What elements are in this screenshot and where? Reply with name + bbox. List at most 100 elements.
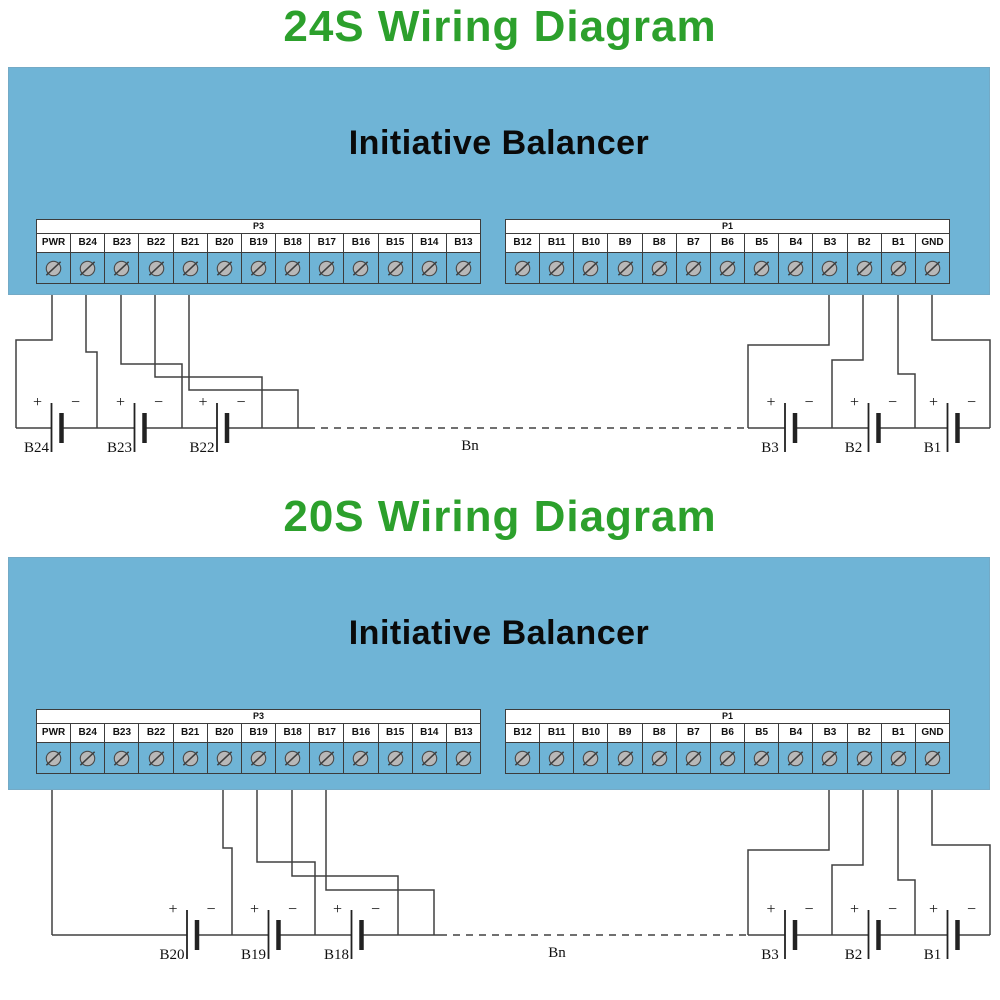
- screw-icon: [45, 750, 62, 766]
- terminal-screw-b13: [445, 253, 482, 284]
- screw-icon: [148, 750, 164, 766]
- terminal-label-b11: B11: [539, 234, 575, 253]
- screw-icon: [548, 750, 565, 766]
- balance-wire: [222, 790, 233, 935]
- terminal-label-b18: B18: [275, 724, 311, 743]
- terminal-label-b15: B15: [377, 234, 413, 253]
- balance-wire: [897, 295, 916, 428]
- terminal-screw-b12: [505, 253, 541, 284]
- terminal-screw-b18: [275, 743, 311, 774]
- plus-sign: +: [198, 394, 207, 411]
- screw-icon: [856, 750, 872, 766]
- screw-icon: [514, 750, 531, 766]
- terminal-label-b10: B10: [573, 724, 609, 743]
- terminal-label-b17: B17: [309, 724, 345, 743]
- terminal-label-b1: B1: [880, 234, 916, 253]
- battery-label-bn: Bn: [461, 438, 479, 454]
- terminal-label-b5: B5: [744, 724, 780, 743]
- terminal-label-b19: B19: [240, 234, 277, 253]
- screw-icon: [514, 260, 531, 276]
- terminal-label-b2: B2: [846, 724, 882, 743]
- terminal-label-b17: B17: [309, 234, 345, 253]
- screw-icon: [583, 750, 599, 766]
- battery-label-b24: B24: [24, 440, 50, 456]
- terminal-screw-pwr: [36, 253, 72, 284]
- terminal-label-b22: B22: [138, 724, 174, 743]
- terminal-screw-b23: [104, 743, 140, 774]
- terminal-label-b3: B3: [812, 234, 848, 253]
- terminal-screw-b22: [138, 743, 174, 774]
- terminal-label-b11: B11: [539, 724, 575, 743]
- terminal-screw-b20: [206, 743, 242, 774]
- terminal-screw-b10: [573, 253, 609, 284]
- terminal-screw-b12: [505, 743, 541, 774]
- plus-sign: +: [929, 901, 938, 918]
- screw-icon: [924, 260, 941, 276]
- balance-wire: [931, 790, 991, 935]
- terminal-label-b3: B3: [812, 724, 848, 743]
- minus-sign: −: [71, 394, 80, 411]
- terminal-screw-b6: [709, 743, 746, 774]
- terminal-label-b23: B23: [104, 234, 140, 253]
- terminal-screw-b10: [573, 743, 609, 774]
- terminal-screws-row: [505, 743, 951, 774]
- terminal-screw-b17: [309, 253, 345, 284]
- balance-wire: [931, 295, 991, 428]
- balance-wire: [831, 790, 864, 935]
- plus-sign: +: [333, 901, 342, 918]
- terminal-screw-b22: [138, 253, 174, 284]
- battery-label-b3: B3: [761, 440, 779, 456]
- screw-icon: [856, 260, 872, 276]
- minus-sign: −: [288, 901, 297, 918]
- terminal-label-b23: B23: [104, 724, 140, 743]
- screw-icon: [148, 260, 164, 276]
- balance-wire: [831, 295, 864, 428]
- terminal-screw-b17: [309, 743, 345, 774]
- port-label-p3: P3: [36, 709, 481, 724]
- battery-label-b3: B3: [761, 947, 779, 963]
- terminal-label-b16: B16: [343, 724, 379, 743]
- terminal-label-b12: B12: [505, 724, 541, 743]
- balancer-title: Initiative Balancer: [348, 614, 650, 652]
- port-label-p3: P3: [36, 219, 481, 234]
- terminal-label-b12: B12: [505, 234, 541, 253]
- screw-icon: [788, 260, 804, 276]
- screw-icon: [617, 260, 633, 276]
- battery-label-b1: B1: [924, 440, 942, 456]
- terminal-screw-b3: [812, 743, 848, 774]
- terminal-label-gnd: GND: [914, 724, 951, 743]
- screw-icon: [319, 260, 335, 276]
- terminal-screw-b7: [675, 253, 711, 284]
- terminal-label-b21: B21: [172, 234, 208, 253]
- terminal-screw-b6: [709, 253, 746, 284]
- screw-icon: [421, 260, 438, 276]
- screw-icon: [753, 750, 770, 766]
- plus-sign: +: [766, 394, 775, 411]
- screw-icon: [822, 260, 838, 276]
- screw-icon: [79, 260, 96, 276]
- battery-label-bn: Bn: [548, 945, 566, 961]
- terminal-screw-gnd: [914, 253, 951, 284]
- terminal-screw-b15: [377, 253, 413, 284]
- terminal-screw-b24: [70, 743, 106, 774]
- terminal-screw-b11: [539, 253, 575, 284]
- terminal-label-b7: B7: [675, 234, 711, 253]
- balancer-title: Initiative Balancer: [348, 124, 650, 162]
- screw-icon: [216, 260, 233, 276]
- balance-wire: [897, 790, 916, 935]
- terminal-screw-b19: [240, 253, 277, 284]
- terminal-label-b24: B24: [70, 234, 106, 253]
- terminal-screw-b9: [607, 253, 643, 284]
- terminal-label-b14: B14: [411, 234, 447, 253]
- terminal-screw-b4: [778, 743, 814, 774]
- battery-label-b2: B2: [845, 947, 863, 963]
- screw-icon: [924, 750, 941, 766]
- balance-wire: [325, 790, 435, 935]
- port-label-p1: P1: [505, 219, 950, 234]
- terminal-screw-b1: [880, 743, 916, 774]
